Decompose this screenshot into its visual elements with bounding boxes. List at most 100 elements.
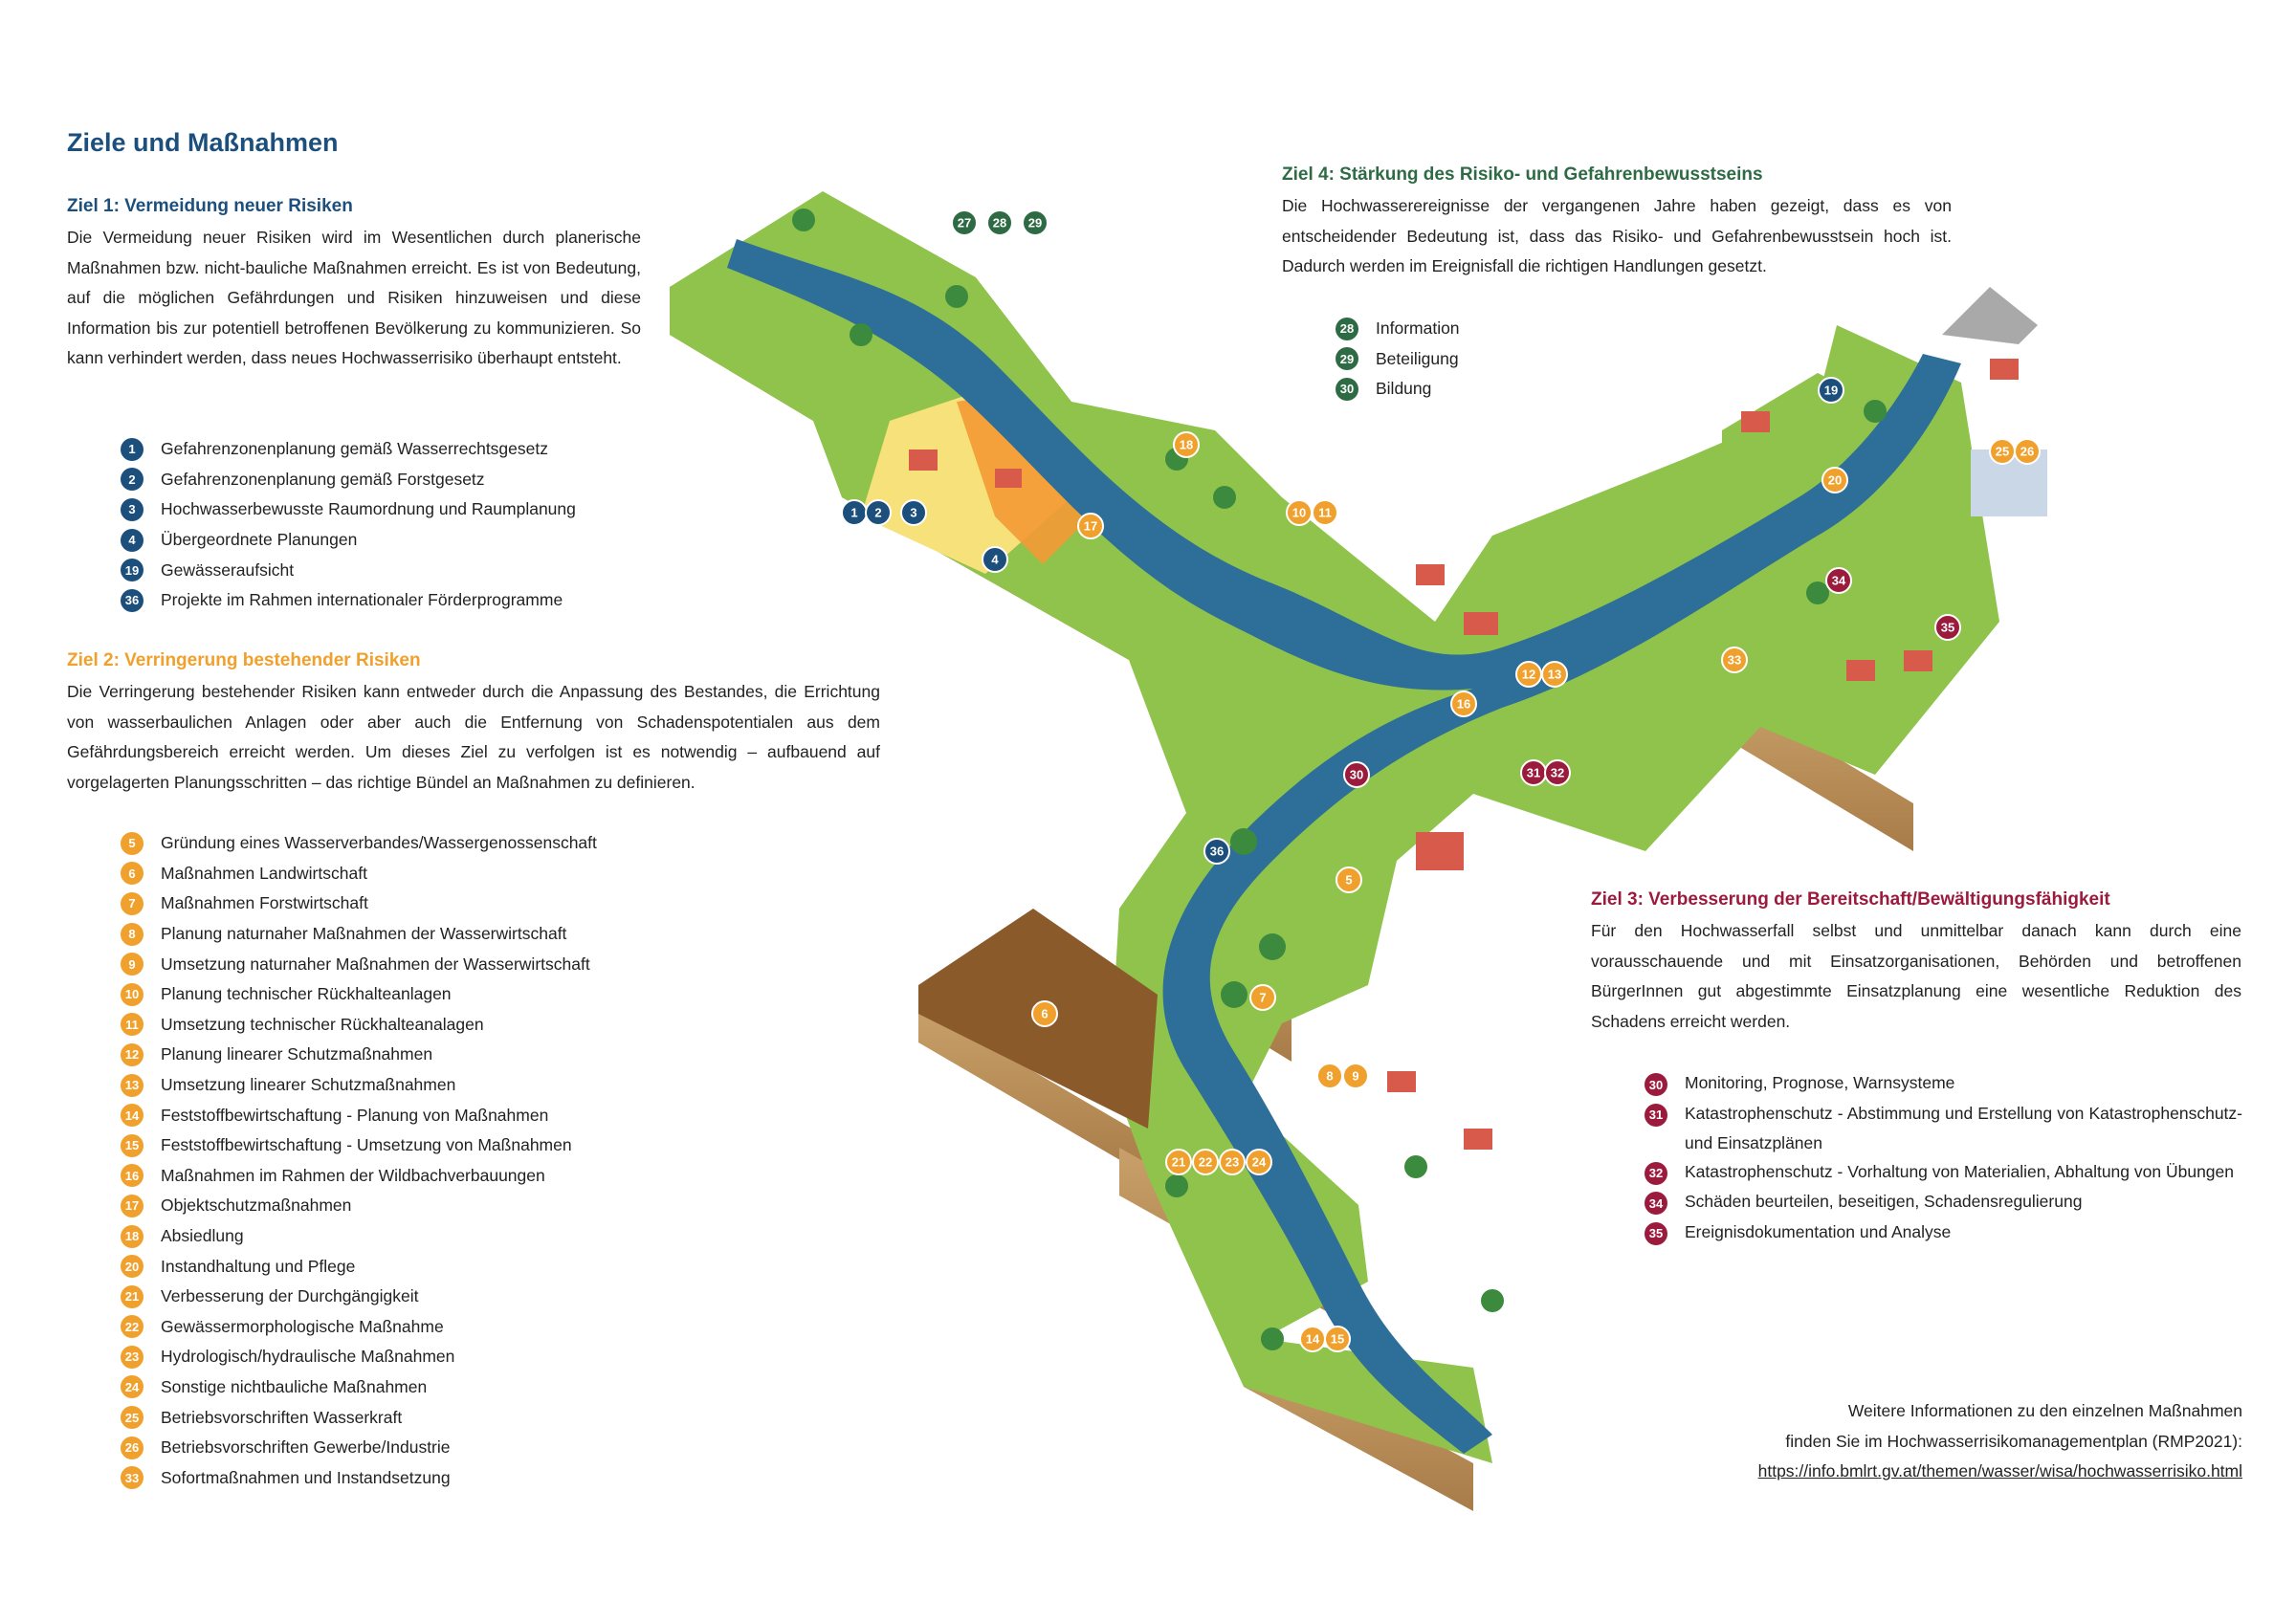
marker-label: 13: [1548, 668, 1561, 682]
legend-label: Planung naturnaher Maßnahmen der Wasserw…: [161, 924, 567, 944]
more-info: Weitere Informationen zu den einzelnen M…: [1758, 1396, 2242, 1487]
more-info-link[interactable]: https://info.bmlrt.gv.at/themen/wasser/w…: [1757, 1461, 2242, 1480]
map-marker: 36: [1203, 838, 1230, 865]
map-marker: 18: [1173, 431, 1200, 458]
marker-label: 25: [1996, 445, 2009, 459]
legend-label: Information: [1376, 318, 1460, 339]
number-badge: 13: [121, 1073, 144, 1097]
map-marker: 6: [1031, 1000, 1058, 1027]
marker-circle: [1934, 614, 1961, 641]
marker-label: 35: [1941, 621, 1954, 635]
number-badge: 14: [121, 1104, 144, 1128]
legend-label: Hydrologisch/hydraulische Maßnahmen: [161, 1347, 455, 1367]
more-info-line-1: Weitere Informationen zu den einzelnen M…: [1847, 1401, 2242, 1420]
map-marker: 23: [1219, 1149, 1246, 1175]
map-marker: 15: [1324, 1326, 1351, 1352]
map-marker: 14: [1299, 1326, 1326, 1352]
map-marker: 22: [1192, 1149, 1219, 1175]
map-marker: 3: [900, 499, 927, 526]
number-badge: 5: [121, 831, 144, 855]
more-info-line-2: finden Sie im Hochwasserrisikomanagement…: [1785, 1431, 2242, 1451]
legend-label: Sonstige nichtbauliche Maßnahmen: [161, 1376, 428, 1396]
number-badge: 4: [121, 528, 144, 552]
number-badge: 24: [121, 1375, 144, 1399]
legend-label: Monitoring, Prognose, Warnsysteme: [1685, 1073, 1955, 1092]
number-badge: 35: [1645, 1221, 1667, 1245]
map-marker: 4: [982, 546, 1008, 573]
marker-label: 21: [1172, 1155, 1185, 1170]
marker-label: 36: [1210, 844, 1224, 859]
marker-label: 4: [991, 553, 999, 567]
marker-circle: [1818, 377, 1844, 404]
map-marker: 26: [2014, 438, 2041, 465]
goal-1-section: Ziel 1: Vermeidung neuer Risiken Die Ver…: [67, 196, 641, 374]
number-badge: 16: [121, 1164, 144, 1188]
number-badge: 2: [121, 468, 144, 492]
marker-label: 17: [1084, 519, 1097, 534]
map-marker: 1: [841, 499, 868, 526]
marker-label: 8: [1326, 1069, 1333, 1084]
number-badge: 12: [121, 1042, 144, 1066]
marker-label: 14: [1306, 1332, 1320, 1347]
number-badge: 23: [121, 1345, 144, 1369]
map-marker: 2: [865, 499, 892, 526]
marker-circle: [1077, 513, 1104, 539]
marker-label: 22: [1199, 1155, 1212, 1170]
number-badge: 15: [121, 1133, 144, 1157]
number-badge: 20: [121, 1255, 144, 1279]
map-marker: 5: [1336, 866, 1362, 893]
marker-circle: [1544, 759, 1571, 786]
legend-label: Feststoffbewirtschaftung - Umsetzung von…: [161, 1135, 572, 1155]
map-marker: 12: [1515, 661, 1542, 688]
legend-label: Umsetzung technischer Rückhalteanalagen: [161, 1014, 484, 1034]
marker-label: 5: [1345, 873, 1352, 888]
marker-circle: [1450, 691, 1477, 717]
number-badge: 9: [121, 953, 144, 976]
map-marker: 11: [1312, 499, 1338, 526]
number-badge: 31: [1645, 1103, 1667, 1127]
legend-label: Katastrophenschutz - Vorhaltung von Mate…: [1685, 1161, 2234, 1181]
number-badge: 26: [121, 1436, 144, 1459]
houses: [909, 359, 2019, 1150]
map-marker: 25: [1989, 438, 2016, 465]
legend-label: Übergeordnete Planungen: [161, 530, 358, 550]
number-badge: 22: [121, 1315, 144, 1339]
marker-label: 27: [958, 216, 971, 230]
legend-label: Absiedlung: [161, 1226, 244, 1246]
number-badge: 30: [1336, 377, 1358, 401]
number-badge: 3: [121, 497, 144, 521]
number-badge: 33: [121, 1466, 144, 1490]
goal-4-heading: Ziel 4: Stärkung des Risiko- und Gefahre…: [1282, 164, 1763, 185]
marker-label: 18: [1180, 438, 1193, 452]
marker-label: 3: [910, 506, 916, 520]
marker-circle: [1031, 1000, 1058, 1027]
legend-label: Planung linearer Schutzmaßnahmen: [161, 1044, 433, 1064]
legend-label: Maßnahmen im Rahmen der Wildbachverbauun…: [161, 1165, 545, 1185]
goal-3-section: Ziel 3: Verbesserung der Bereitschaft/Be…: [1591, 889, 2241, 1037]
map-marker: 30: [1343, 761, 1370, 788]
marker-label: 20: [1828, 473, 1842, 488]
goal-4-text: Die Hochwasserereignisse der vergangenen…: [1282, 196, 1952, 275]
marker-circle: [2014, 438, 2041, 465]
marker-circle: [986, 209, 1013, 236]
marker-label: 33: [1728, 653, 1741, 668]
map-marker: 16: [1450, 691, 1477, 717]
